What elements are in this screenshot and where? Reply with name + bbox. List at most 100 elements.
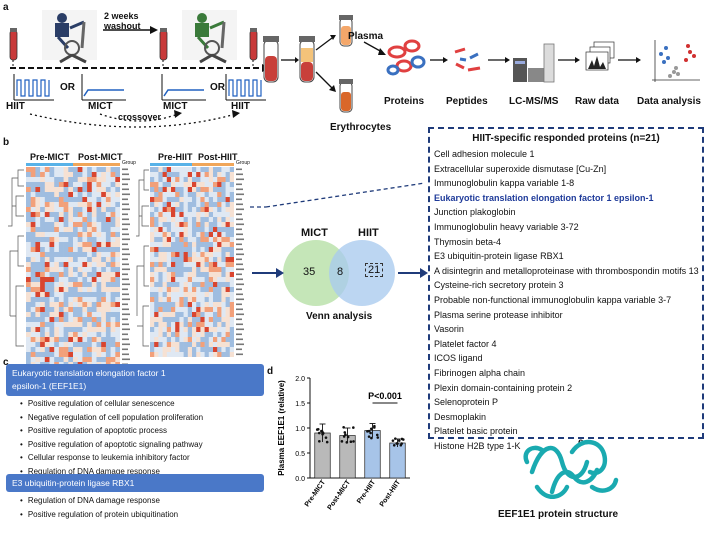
heatmap-cell (35, 332, 41, 338)
heatmap-cell (154, 237, 159, 243)
row-label-mark (236, 243, 242, 246)
heatmap-cell (35, 222, 41, 228)
heatmap-cell (77, 357, 83, 363)
heatmap-cell (179, 202, 184, 208)
heatmap-cell (26, 292, 31, 298)
row-label-mark (122, 323, 129, 326)
row-label-mark (236, 318, 242, 321)
heatmap-cell (204, 277, 210, 283)
heatmap-cell (35, 272, 41, 278)
heatmap-cell (49, 252, 55, 258)
heatmap-cell (213, 297, 218, 303)
heatmap-cell (68, 197, 74, 203)
heatmap-cell (54, 212, 60, 218)
row-label-mark (122, 298, 130, 301)
heatmap-cell (73, 232, 78, 238)
heatmap-cell (26, 237, 31, 243)
heatmap-cell (171, 202, 176, 208)
heatmap-cell (187, 237, 193, 243)
venn-right-label: HIIT (358, 227, 379, 239)
hiit-intensity-icon (225, 74, 266, 101)
heatmap-cell (105, 242, 111, 248)
helix-ribbon (534, 484, 570, 499)
row-label-mark (122, 188, 129, 191)
heatmap-cell (44, 277, 50, 283)
heatmap-cell (187, 182, 193, 188)
proteins-icon (386, 39, 426, 76)
heatmap-cell (175, 217, 180, 223)
heatmap-cell (63, 292, 69, 298)
heatmap-cell (87, 237, 93, 243)
heatmap-cell (73, 287, 78, 293)
heatmap-cell (158, 197, 163, 203)
heatmap-cell (196, 307, 201, 313)
heatmap-cell (179, 192, 184, 198)
heatmap-cell (115, 302, 120, 308)
heatmap-right-post-label: Post-HIIT (198, 152, 238, 162)
heatmap-cell (49, 317, 55, 323)
heatmap-cell (192, 337, 197, 343)
heatmap-cell (73, 307, 78, 313)
heatmap-cell (91, 317, 97, 323)
heatmap-cell (183, 242, 189, 248)
data-point (321, 432, 324, 436)
heatmap-cell (26, 212, 31, 218)
heatmap-cell (115, 337, 120, 343)
heatmap-cell (229, 237, 234, 243)
heatmap-cell (154, 347, 159, 353)
heatmap-cell (54, 317, 60, 323)
heatmap-cell (68, 187, 74, 193)
heatmap-cell (110, 332, 116, 338)
row-label-mark (122, 318, 128, 321)
heatmap-cell (35, 182, 41, 188)
protein-list-item: Immunoglobulin heavy variable 3-72 (434, 221, 579, 232)
heatmap-cell (96, 197, 102, 203)
row-label-mark (236, 203, 243, 206)
heatmap-cell (87, 177, 93, 183)
heatmap-cell (91, 232, 97, 238)
heatmap-cell (166, 222, 172, 228)
heatmap-cell (192, 177, 197, 183)
heatmap-cell (229, 297, 234, 303)
heatmap-cell (35, 312, 41, 318)
heatmap-cell (73, 252, 78, 258)
heatmap-cell (187, 167, 193, 173)
heatmap-cell (229, 207, 234, 213)
heatmap-cell (187, 307, 193, 313)
heatmap-cell (217, 172, 222, 178)
heatmap-cell (35, 302, 41, 308)
heatmap-cell (196, 282, 201, 288)
heatmap-cell (77, 177, 83, 183)
heatmap-cell (101, 217, 107, 223)
heatmap-cell (44, 342, 50, 348)
heatmap-cell (87, 227, 93, 233)
dendrogram-left (8, 169, 24, 347)
heatmap-cell (158, 202, 163, 208)
heatmap-cell (179, 227, 184, 233)
heatmap-cell (166, 172, 172, 178)
heatmap-cell (192, 242, 197, 248)
heatmap-cell (225, 347, 231, 353)
heatmap-cell (110, 227, 116, 233)
go-term-item: Regulation of DNA damage response (20, 494, 178, 508)
heatmap-cell (200, 172, 205, 178)
heatmap-cell (49, 272, 55, 278)
heatmap-cell (40, 352, 46, 358)
heatmap-cell (58, 172, 64, 178)
heatmap-cell (200, 187, 205, 193)
heatmap-cell (35, 262, 41, 268)
heatmap-cell (208, 262, 214, 268)
heatmap-cell (158, 217, 163, 223)
heatmap-cell (162, 352, 168, 357)
heatmap-cell (154, 177, 159, 183)
heatmap-cell (221, 297, 226, 303)
heatmap-right-pre-label: Pre-HIIT (158, 152, 193, 162)
heatmap-cell (187, 317, 193, 323)
data-point (375, 433, 379, 437)
heatmap-cell (179, 277, 184, 283)
heatmap-cell (58, 222, 64, 228)
heatmap-cell (192, 312, 197, 318)
heatmap-cell (101, 287, 107, 293)
heatmap-cell (96, 247, 102, 253)
heatmap-cell (200, 262, 205, 268)
